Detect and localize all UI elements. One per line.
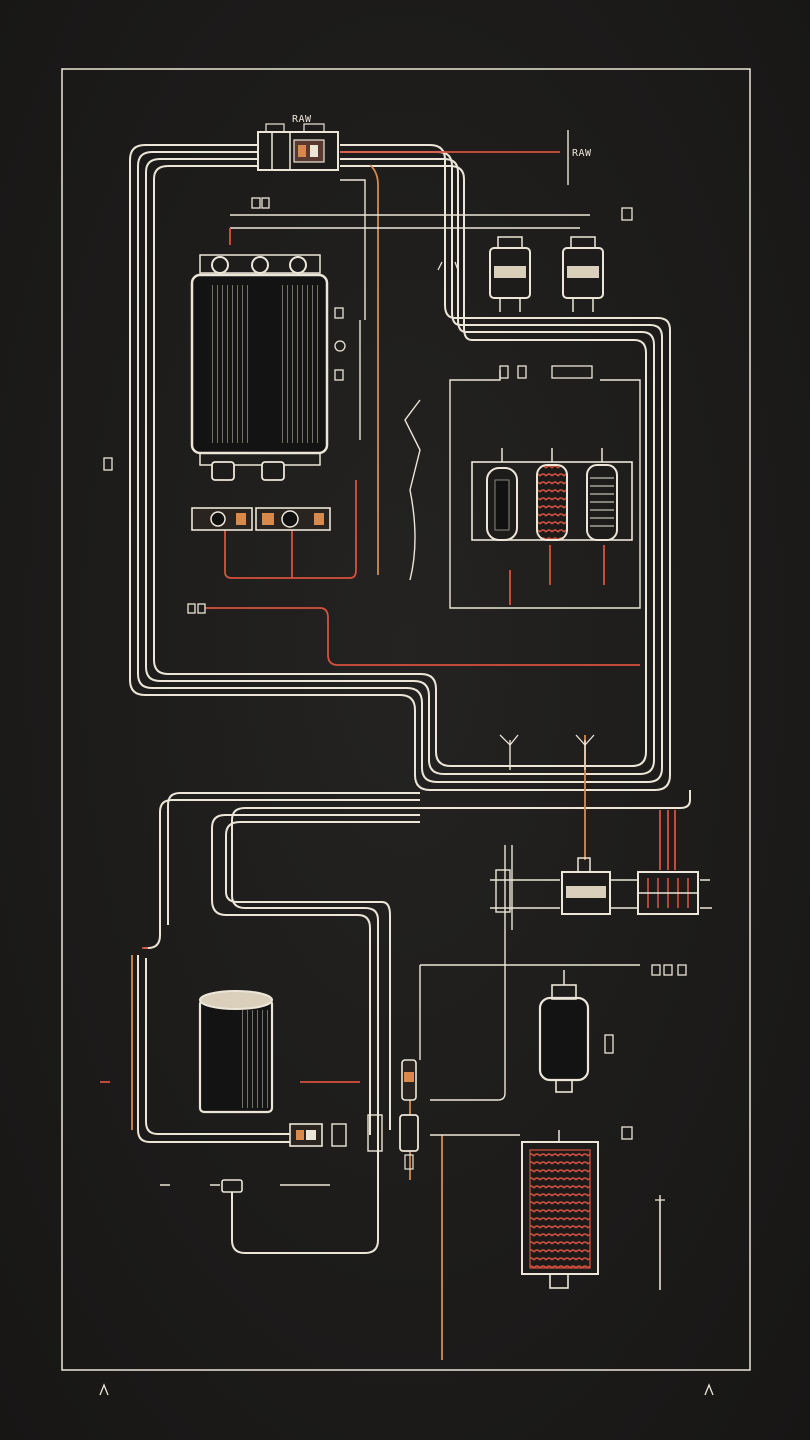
main-harness-lower <box>137 790 691 1254</box>
aux-lines <box>160 130 712 1290</box>
top-right-tag: RAW <box>572 148 592 159</box>
inline-fuses <box>221 1059 419 1193</box>
transformer-icon <box>190 254 329 481</box>
relay-icon <box>489 236 604 312</box>
fuse-icon <box>191 507 331 531</box>
main-harness-upper <box>129 144 671 791</box>
heater-icon <box>521 1130 599 1289</box>
top-connector-label: RAW <box>292 114 312 125</box>
coil-icon <box>538 970 590 1093</box>
glyph-tags <box>99 197 714 1396</box>
connector-icon <box>257 123 339 171</box>
capacitor-icon <box>198 990 274 1114</box>
relay-strip <box>495 845 699 930</box>
resistor-icon <box>471 448 633 541</box>
frame-border <box>61 68 751 1371</box>
